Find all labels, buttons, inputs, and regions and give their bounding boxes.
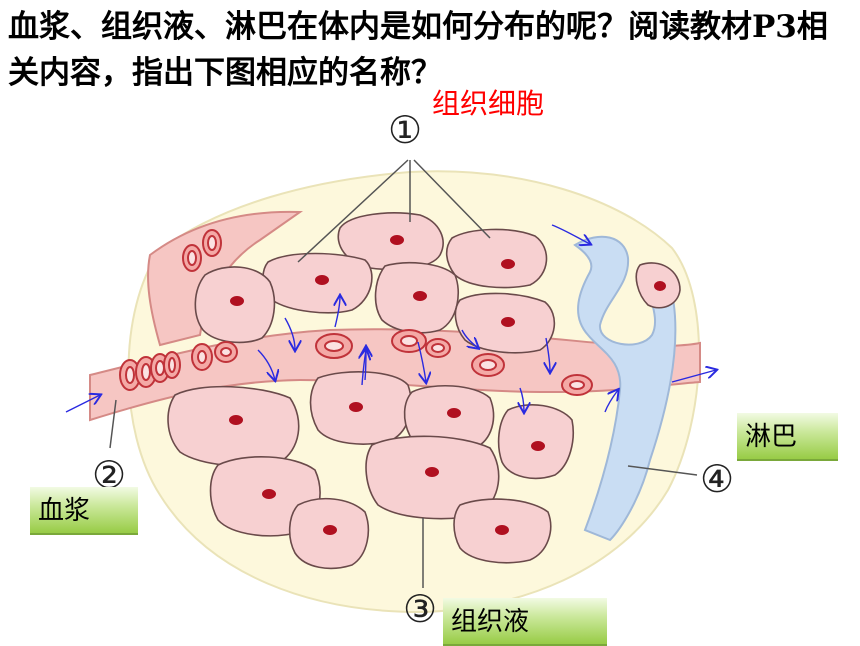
arrow <box>461 329 478 348</box>
label-tissue-cell: 组织细胞 <box>432 87 545 120</box>
nucleus <box>349 402 363 412</box>
question-title: 血浆、组织液、淋巴在体内是如何分布的呢？阅读教材P3相关内容，指出下图相应的名称… <box>8 9 828 91</box>
arrow <box>362 350 366 386</box>
nucleus <box>425 467 439 477</box>
leader-line-4 <box>627 465 698 476</box>
marker-3: ③ <box>403 587 437 631</box>
arrow-blood-out <box>671 370 716 383</box>
red-blood-cell <box>191 343 213 371</box>
tissue-cell <box>167 385 300 467</box>
markers: ① ② ③ ④ <box>92 108 734 631</box>
arrow <box>546 337 550 372</box>
marker-4: ④ <box>700 457 734 501</box>
nucleus <box>531 441 545 451</box>
nucleus <box>447 408 461 418</box>
red-blood-cell <box>119 359 141 391</box>
red-blood-cell <box>315 333 353 359</box>
arrow-lymph-in <box>551 224 590 244</box>
cell-nuclei <box>229 235 666 535</box>
nucleus <box>315 275 329 285</box>
arrow <box>284 317 295 350</box>
blood-capillary <box>89 328 701 422</box>
marker-1: ① <box>388 108 422 152</box>
red-blood-cell <box>425 338 451 358</box>
label-plasma: 血浆 <box>30 487 138 535</box>
arrow <box>417 341 426 382</box>
nucleus <box>495 525 509 535</box>
nucleus <box>654 281 666 291</box>
red-blood-cell <box>163 351 181 379</box>
red-blood-cell <box>561 374 593 396</box>
nucleus <box>262 489 276 499</box>
red-blood-cell <box>214 341 238 363</box>
leader-line-1c <box>413 159 491 239</box>
label-tissue-fluid: 组织液 <box>443 598 607 646</box>
flow-arrows <box>65 224 716 413</box>
arrow <box>604 390 618 413</box>
nucleus <box>323 525 337 535</box>
nucleus <box>501 259 515 269</box>
leader-line-1a <box>297 159 409 263</box>
lymph-capillary <box>573 235 677 542</box>
nucleus <box>390 235 404 245</box>
arrow <box>257 349 275 380</box>
leader-lines <box>109 159 698 588</box>
arrow <box>335 296 340 328</box>
red-blood-cell <box>202 229 222 257</box>
arrow-blood-in <box>65 395 100 413</box>
red-blood-cell <box>471 353 505 377</box>
nucleus <box>230 296 244 306</box>
leader-line-2 <box>109 399 117 449</box>
red-blood-cells <box>119 229 593 396</box>
label-lymph: 淋巴 <box>737 413 838 461</box>
red-blood-cell <box>182 244 202 272</box>
nucleus <box>501 317 515 327</box>
tissue-cell <box>445 228 548 289</box>
nucleus <box>413 291 427 301</box>
nucleus <box>229 415 243 425</box>
red-blood-cell <box>391 329 427 353</box>
arrow <box>520 387 524 412</box>
